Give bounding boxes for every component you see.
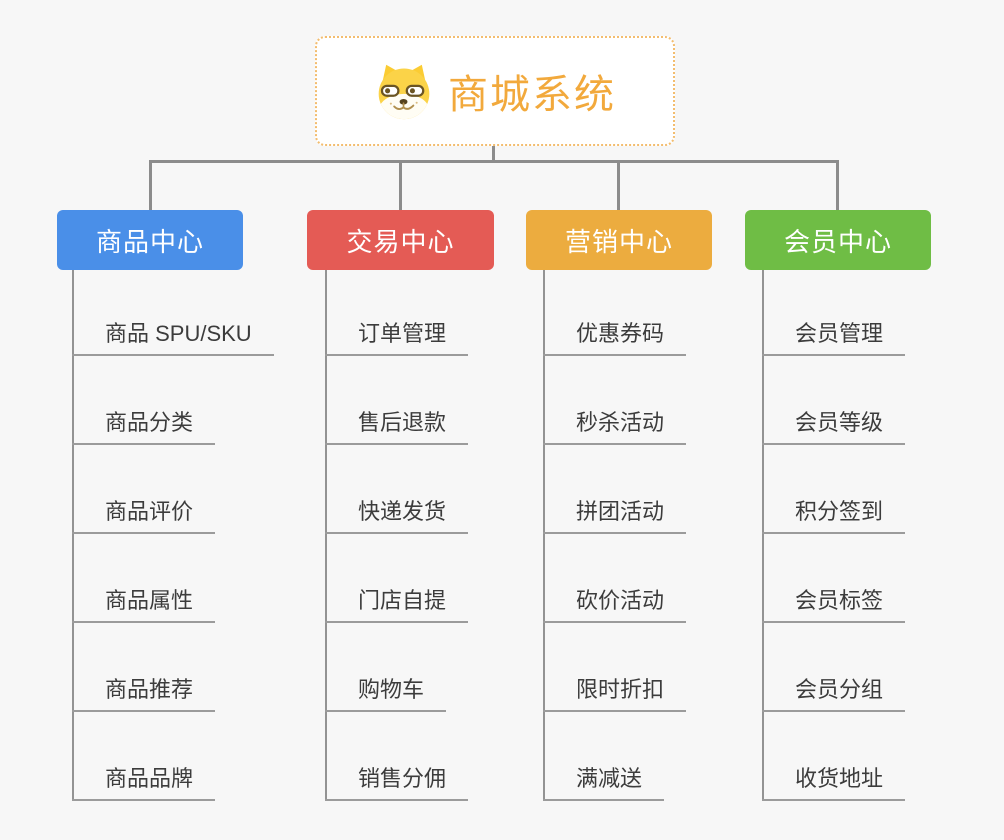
root-title: 商城系统 — [448, 73, 616, 117]
leaf-node[interactable]: 购物车 — [325, 677, 447, 712]
branch-column-member: 会员管理 会员等级 积分签到 会员标签 会员分组 收货地址 — [762, 270, 1004, 810]
leaf-node[interactable]: 销售分佣 — [325, 766, 469, 801]
leaf-node[interactable]: 会员等级 — [762, 410, 906, 445]
column-trunk-line — [543, 270, 545, 801]
leaf-node[interactable]: 商品 SPU/SKU — [72, 321, 274, 356]
branch-node-product-center[interactable]: 商品中心 — [57, 210, 243, 270]
leaf-node[interactable]: 商品评价 — [72, 499, 216, 534]
leaf-node[interactable]: 会员管理 — [762, 321, 906, 356]
leaf-node[interactable]: 优惠券码 — [543, 321, 687, 356]
branch-column-marketing: 优惠券码 秒杀活动 拼团活动 砍价活动 限时折扣 满减送 — [543, 270, 793, 810]
leaf-node[interactable]: 限时折扣 — [543, 677, 687, 712]
leaf-node[interactable]: 售后退款 — [325, 410, 469, 445]
connector-drop — [149, 160, 152, 210]
branch-node-trade-center[interactable]: 交易中心 — [307, 210, 494, 270]
branch-node-marketing-center[interactable]: 营销中心 — [526, 210, 712, 270]
connector-drop — [399, 160, 402, 210]
leaf-node[interactable]: 积分签到 — [762, 499, 906, 534]
leaf-node[interactable]: 砍价活动 — [543, 588, 687, 623]
leaf-node[interactable]: 商品推荐 — [72, 677, 216, 712]
connector-root-stub — [492, 146, 495, 162]
leaf-node[interactable]: 商品分类 — [72, 410, 216, 445]
column-trunk-line — [325, 270, 327, 801]
leaf-node[interactable]: 拼团活动 — [543, 499, 687, 534]
connector-drop — [836, 160, 839, 210]
connector-horizontal-rail — [149, 160, 839, 163]
leaf-node[interactable]: 会员分组 — [762, 677, 906, 712]
leaf-node[interactable]: 秒杀活动 — [543, 410, 687, 445]
leaf-node[interactable]: 商品属性 — [72, 588, 216, 623]
leaf-node[interactable]: 门店自提 — [325, 588, 469, 623]
connector-drop — [617, 160, 620, 210]
leaf-node[interactable]: 订单管理 — [325, 321, 469, 356]
leaf-node[interactable]: 收货地址 — [762, 766, 906, 801]
root-node[interactable]: 商城系统 — [315, 36, 675, 146]
branch-column-product: 商品 SPU/SKU 商品分类 商品评价 商品属性 商品推荐 商品品牌 — [72, 270, 322, 810]
leaf-node[interactable]: 快递发货 — [325, 499, 469, 534]
leaf-node[interactable]: 商品品牌 — [72, 766, 216, 801]
leaf-node[interactable]: 会员标签 — [762, 588, 906, 623]
branch-node-member-center[interactable]: 会员中心 — [745, 210, 931, 270]
leaf-node[interactable]: 满减送 — [543, 766, 665, 801]
doge-face-icon — [378, 64, 430, 120]
column-trunk-line — [762, 270, 764, 801]
branch-column-trade: 订单管理 售后退款 快递发货 门店自提 购物车 销售分佣 — [325, 270, 575, 810]
column-trunk-line — [72, 270, 74, 801]
